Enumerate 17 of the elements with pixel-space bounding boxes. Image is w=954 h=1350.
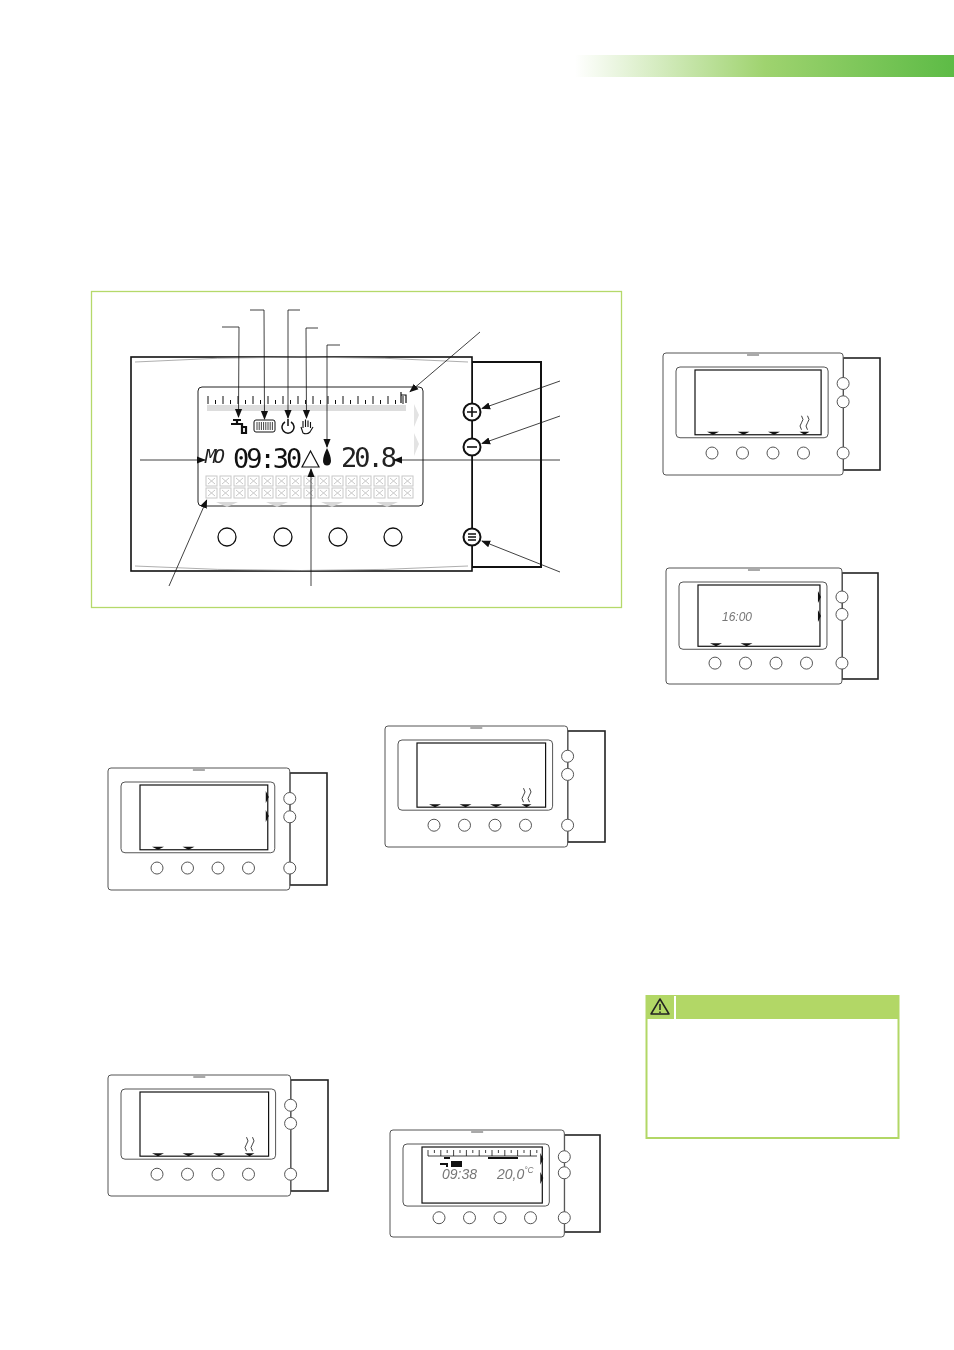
temperature-display: 20.8 bbox=[341, 444, 395, 471]
time-display: 09:38 bbox=[442, 1167, 478, 1181]
time-display: 16:00 bbox=[722, 611, 753, 623]
minus-button bbox=[462, 437, 482, 457]
tap-icon bbox=[229, 417, 248, 434]
menu-button bbox=[462, 527, 482, 547]
segment-grid bbox=[205, 475, 415, 500]
plus-button bbox=[462, 402, 482, 422]
radiator-icon bbox=[253, 419, 276, 433]
day-indicator: MO bbox=[205, 447, 222, 466]
flame-icon bbox=[321, 447, 333, 468]
time-display: 09:30 bbox=[233, 445, 300, 472]
scale-end-marker bbox=[398, 391, 410, 403]
hand-icon bbox=[299, 418, 314, 435]
temperature-display: 20,0$^{°C}$ bbox=[497, 1166, 534, 1181]
power-icon bbox=[281, 418, 295, 434]
warning-triangle-icon bbox=[300, 449, 321, 469]
